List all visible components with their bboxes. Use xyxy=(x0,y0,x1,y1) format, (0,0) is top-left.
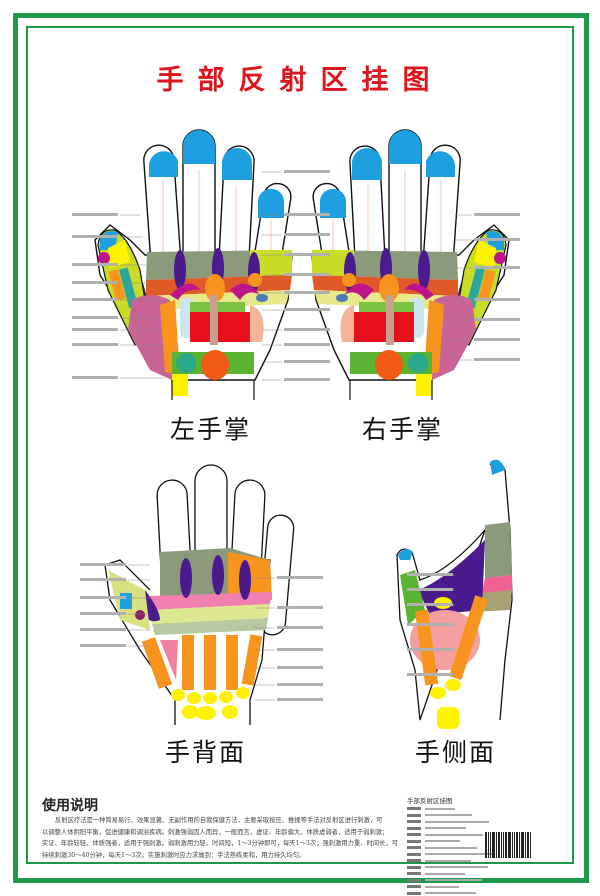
instructions-line: 实证、年龄较轻、体质强者，适用于强刺激。弱刺激用力轻、时间短，1～3分钟即可，每… xyxy=(42,840,399,847)
callout-label xyxy=(407,603,453,606)
callout-label xyxy=(80,596,126,599)
callout-label xyxy=(72,298,118,301)
publication-row xyxy=(407,845,567,851)
barcode-bar xyxy=(512,832,513,858)
back-of-hand xyxy=(104,464,295,725)
callout-label xyxy=(407,648,453,651)
label-back-of-hand: 手背面 xyxy=(165,738,247,767)
callout-label xyxy=(284,343,330,346)
instructions-line: 反射区疗法是一种简易易行、效果显著、无副作用的自我保健方法，主要采取按压、推揉等… xyxy=(55,817,383,824)
publication-row xyxy=(407,825,567,831)
callout-label xyxy=(277,576,323,579)
callout-label xyxy=(474,318,520,321)
callout-label xyxy=(80,578,126,581)
side-of-hand xyxy=(396,459,513,729)
publication-row xyxy=(407,858,567,864)
label-left-palm: 左手掌 xyxy=(170,415,252,444)
barcode-bar xyxy=(488,832,489,858)
barcode-bar xyxy=(516,832,518,858)
callout-label xyxy=(407,588,453,591)
callout-label xyxy=(80,612,126,615)
callout-label xyxy=(72,376,118,379)
publication-title: 手部反射区挂图 xyxy=(407,797,453,805)
barcode-bar xyxy=(492,832,495,858)
callout-label xyxy=(277,626,323,629)
callout-label xyxy=(407,673,453,676)
barcode-bar xyxy=(485,832,487,858)
barcode-bar xyxy=(514,832,515,858)
instructions-body: 反射区疗法是一种简易易行、效果显著、无副作用的自我保健方法，主要采取按压、推揉等… xyxy=(42,815,399,861)
publication-row xyxy=(407,819,567,825)
callout-label xyxy=(474,213,520,216)
outer-frame xyxy=(13,13,589,883)
publication-row xyxy=(407,832,567,838)
callout-label xyxy=(72,235,118,238)
callout-label xyxy=(277,606,323,609)
barcode-bar xyxy=(519,832,520,858)
callout-label xyxy=(407,573,453,576)
publication-row xyxy=(407,812,567,818)
publication-row xyxy=(407,806,567,812)
callout-label xyxy=(72,213,118,216)
callout-label xyxy=(284,328,330,331)
barcode xyxy=(485,832,533,858)
publication-info: 手部反射区挂图 xyxy=(407,795,567,896)
callout-label xyxy=(80,628,126,631)
callout-label xyxy=(284,253,330,256)
instructions-line: 以调整人体阴阳平衡，促进健康和调治疾病。刺激强弱因人而异，一般而言，虚证、年龄偏… xyxy=(42,828,389,836)
callout-label xyxy=(284,273,330,276)
barcode-bar xyxy=(525,832,526,858)
callout-label xyxy=(284,233,330,236)
barcode-bar xyxy=(508,832,511,858)
inner-frame xyxy=(26,26,574,864)
callout-label xyxy=(72,263,118,266)
callout-label xyxy=(284,360,330,363)
label-right-palm: 右手掌 xyxy=(362,415,444,444)
barcode-bar xyxy=(496,832,497,858)
callout-label xyxy=(284,378,330,381)
publication-row xyxy=(407,838,567,844)
callout-label xyxy=(277,683,323,686)
callout-label xyxy=(72,328,118,331)
instructions-heading: 使用说明 xyxy=(42,798,98,814)
callout-label xyxy=(284,291,330,294)
callout-label xyxy=(80,563,126,566)
callout-label xyxy=(72,281,118,284)
callout-label xyxy=(474,338,520,341)
barcode-bar xyxy=(498,832,500,858)
barcode-bar xyxy=(521,832,524,858)
publication-row xyxy=(407,884,567,890)
barcode-bar xyxy=(503,832,504,858)
callout-label xyxy=(474,358,520,361)
callout-label xyxy=(474,298,520,301)
publication-row xyxy=(407,871,567,877)
callout-label xyxy=(277,698,323,701)
poster-title: 手部反射区挂图 xyxy=(156,65,444,96)
barcode-bar xyxy=(490,832,491,858)
publication-row xyxy=(407,864,567,870)
instructions-line: 持续刺激30～40分钟，每天1～3次。实施刺激时应力求做到：手法熟练柔和，用力持… xyxy=(42,851,306,859)
callout-label xyxy=(284,308,330,311)
publication-row xyxy=(407,877,567,883)
publication-row xyxy=(407,890,567,896)
callout-label xyxy=(72,316,118,319)
callout-label xyxy=(72,343,118,346)
callout-label xyxy=(474,266,520,269)
callout-label xyxy=(277,666,323,669)
barcode-bar xyxy=(530,832,531,858)
barcode-bar xyxy=(527,832,529,858)
label-side-of-hand: 手侧面 xyxy=(415,738,497,767)
callout-labels xyxy=(72,170,520,701)
callout-label xyxy=(284,213,330,216)
publication-row xyxy=(407,851,567,857)
callout-label xyxy=(284,170,330,173)
callout-label xyxy=(474,238,520,241)
callout-label xyxy=(277,648,323,651)
callout-label xyxy=(407,623,453,626)
barcode-bar xyxy=(505,832,507,858)
callout-label xyxy=(80,644,126,647)
barcode-bar xyxy=(501,832,502,858)
